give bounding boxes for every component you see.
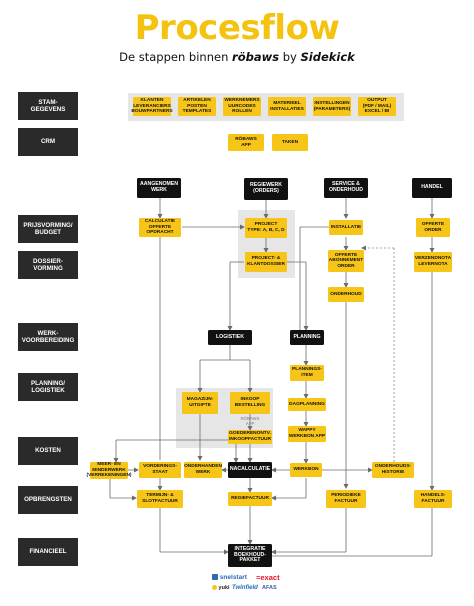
yuki-icon xyxy=(212,585,217,591)
node-onderhanden-werk: ONDERHANDEN WERK xyxy=(184,462,222,478)
crm-robaws-app: RÖBAWS APP xyxy=(228,134,264,151)
stam-instellingen: INSTELLINGEN (PARAMETERS) xyxy=(313,97,351,116)
stam-artikelen: ARTIKELEN POSTEN TEMPLATES xyxy=(178,97,216,116)
node-vorderingsstaat: VORDERINGS- STAAT xyxy=(139,462,181,478)
node-inkoop: INKOOP BESTELLING xyxy=(230,392,270,414)
crm-taken: TAKEN xyxy=(272,134,308,151)
logo-afas: AFAS xyxy=(262,585,277,591)
stam-klanten: KLANTEN LEVERANCIERS BOUWPARTNERS xyxy=(131,97,173,116)
node-offerte-order: OFFERTE ORDER xyxy=(416,218,450,237)
node-termijnfactuur: TERMIJN- & SLOTFACTUUR xyxy=(137,490,183,508)
partner-name: Sidekick xyxy=(300,50,355,64)
node-logistiek: LOGISTIEK xyxy=(208,330,252,345)
logo-twinfield: Twinfield xyxy=(232,585,258,591)
node-verzendnota: VERZENDNOTA LEVERNOTA xyxy=(414,252,452,272)
column-aangenomen-werk: AANGENOMEN WERK xyxy=(137,178,181,198)
node-project: PROJECT TYPE: A, B, C, D xyxy=(245,218,287,238)
page-title: Procesflow xyxy=(134,8,340,48)
brand-name: röbaws xyxy=(232,50,280,64)
node-regiefactuur: REGIEFACTUUR xyxy=(228,492,272,506)
lane-prijsvorming: PRIJSVORMING/ BUDGET xyxy=(18,215,78,243)
node-onderhoudshistorie: ONDERHOUDS- HISTORIE xyxy=(372,462,414,478)
lane-werkvoorbereiding: WERK- VOORBEREIDING xyxy=(18,323,78,351)
column-regiewerk: REGIEWERK (ORDERS) xyxy=(244,178,288,200)
lane-stamgegevens: STAM- GEGEVENS xyxy=(18,92,78,120)
node-periodieke-factuur: PERIODIEKE FACTUUR xyxy=(326,490,366,508)
node-wappy: WAPPY WERKBON APP xyxy=(288,426,326,442)
node-offerte-abonnement: OFFERTE ABONNEMENT ORDER xyxy=(328,250,364,272)
lane-dossiervorming: DOSSIER- VORMING xyxy=(18,251,78,279)
stam-werknemers: WERKNEMERS UURCODES ROLLEN xyxy=(223,97,261,116)
page-subtitle: De stappen binnen röbaws by Sidekick xyxy=(0,50,474,64)
node-dagplanning: DAGPLANNING xyxy=(288,398,326,411)
logo-yuki: yuki xyxy=(212,585,230,591)
node-planning: PLANNING xyxy=(290,330,324,345)
lane-opbrengsten: OPBRENGSTEN xyxy=(18,486,78,514)
node-werkbon: WERKBON xyxy=(290,463,322,477)
node-projectdossier: PROJECT- & KLANTDOSSIER xyxy=(245,252,287,272)
lane-financieel: FINANCIEEL xyxy=(18,538,78,566)
node-integratie: INTEGRATIE BOEKHOUD- PAKKET xyxy=(228,544,272,567)
subtitle-prefix: De stappen binnen xyxy=(119,50,229,64)
subtitle-by: by xyxy=(282,50,297,64)
lane-planning-logistiek: PLANNING/ LOGISTIEK xyxy=(18,373,78,401)
column-service-onderhoud: SERVICE & ONDERHOUD xyxy=(324,178,368,198)
node-installatie: INSTALLATIE xyxy=(329,220,363,235)
robaws-app-label: RÖBAWS APP xyxy=(240,416,260,426)
node-nacalculatie: NACALCULATIE xyxy=(228,462,272,478)
node-goederenontvangst: GOEDERENONTV. INKOOPFACTUUR xyxy=(228,430,272,444)
node-planningsitem: PLANNINGS- ITEM xyxy=(290,365,324,381)
column-handel: HANDEL xyxy=(412,178,452,198)
node-meer-minderwerk: MEER- EN MINDERWERK (VERREKENINGEN) xyxy=(86,462,132,479)
node-handelsfactuur: HANDELS- FACTUUR xyxy=(414,490,452,508)
node-calculatie: CALCULATIE OFFERTE OPDRACHT xyxy=(139,218,181,237)
logo-snelstart: snelstart xyxy=(212,574,247,581)
stam-materieel: MATERIEEL INSTALLATIES xyxy=(268,97,306,116)
lane-kosten: KOSTEN xyxy=(18,437,78,465)
node-onderhoud: ONDERHOUD xyxy=(328,287,364,302)
stam-output: OUTPUT (PDF / MAIL) EXCEL / BI xyxy=(358,97,396,116)
lane-crm: CRM xyxy=(18,128,78,156)
logo-exact: =exact xyxy=(256,573,280,582)
snelstart-icon xyxy=(212,574,218,581)
node-magazijn: MAGAZIJN- UITGIFTE xyxy=(182,392,218,414)
